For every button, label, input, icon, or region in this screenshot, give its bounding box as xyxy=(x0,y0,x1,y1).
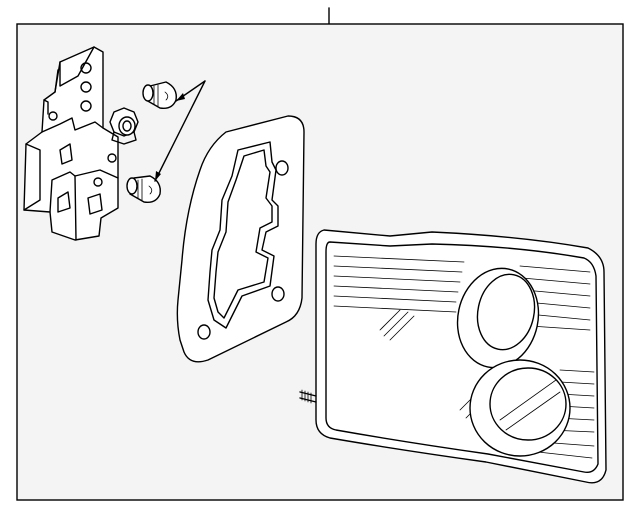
lamp-gasket xyxy=(176,115,305,363)
bulb-socket-board xyxy=(23,46,119,241)
bulb-upper xyxy=(142,81,177,110)
callout-leaders xyxy=(154,80,206,182)
lens-stud xyxy=(299,389,317,404)
tail-lamp-lens xyxy=(299,229,607,484)
bulb-lower xyxy=(126,175,161,204)
bulb-holder-nut xyxy=(109,107,139,145)
